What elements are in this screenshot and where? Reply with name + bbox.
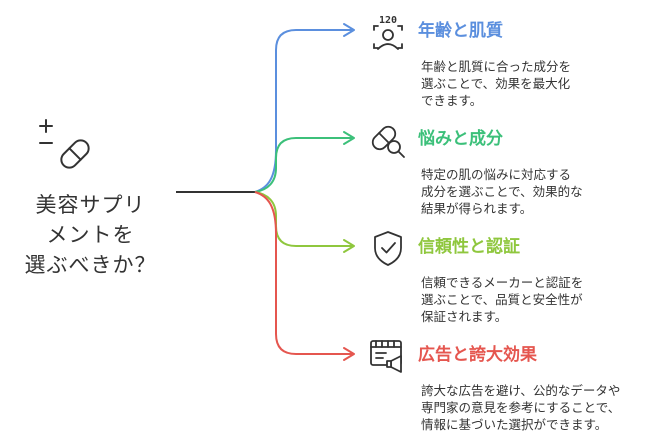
branch-desc-line: 結果が得られます。	[421, 201, 533, 216]
branch-desc-age-skin: 年齢と肌質に合った成分を 選ぶことで、効果を最大化 できます。	[421, 58, 571, 109]
branch-title-concerns-ingredients: 悩みと成分	[418, 129, 503, 149]
arrowhead-branch-4	[343, 347, 355, 361]
arrowhead-branch-2	[343, 131, 355, 145]
branch-desc-line: 誇大な広告を避け、公的なデータや	[421, 383, 621, 398]
branch-desc-line: 信頼できるメーカーと認証を	[421, 275, 584, 290]
billboard-megaphone-icon	[370, 340, 402, 373]
branch-title-reliability-certification: 信頼性と認証	[418, 237, 520, 257]
branch-desc-line: 特定の肌の悩みに対応する	[421, 167, 572, 182]
pill-plus-minus-icon	[39, 119, 90, 169]
branch-desc-line: 専門家の意見を参考にすることで、	[421, 400, 621, 415]
branch-desc-line: 保証されます。	[421, 309, 508, 324]
central-topic-line-3: 選ぶべきか？	[24, 253, 157, 277]
branch-desc-line: 成分を選ぶことで、効果的な	[421, 184, 583, 199]
connector-branch-2	[254, 137, 352, 193]
branch-desc-line: 選ぶことで、品質と安全性が	[421, 292, 583, 307]
connector-branch-4	[254, 191, 352, 355]
arrowhead-branch-3	[343, 239, 355, 253]
branch-desc-line: 年齢と肌質に合った成分を	[421, 59, 572, 74]
branch-desc-line: 選ぶことで、効果を最大化	[421, 76, 571, 91]
branch-desc-line: できます。	[421, 93, 483, 108]
branch-desc-line: 情報に基づいた選択ができます。	[421, 417, 608, 432]
branch-title-age-skin: 年齢と肌質	[418, 21, 503, 41]
central-topic-line-2: メントを	[46, 223, 135, 247]
connector-branch-3	[254, 191, 352, 247]
branch-title-advertising-hype: 広告と誇大効果	[418, 345, 537, 365]
central-topic-line-1: 美容サプリ	[35, 193, 146, 217]
arrowhead-branch-1	[343, 23, 355, 37]
pill-search-icon	[371, 125, 405, 158]
shield-check-icon	[374, 231, 402, 266]
branch-desc-reliability-certification: 信頼できるメーカーと認証を 選ぶことで、品質と安全性が 保証されます。	[421, 274, 583, 325]
central-topic: 美容サプリ メントを 選ぶべきか？	[8, 190, 173, 280]
branch-desc-concerns-ingredients: 特定の肌の悩みに対応する 成分を選ぶことで、効果的な 結果が得られます。	[421, 166, 583, 217]
branch-desc-advertising-hype: 誇大な広告を避け、公的なデータや 専門家の意見を参考にすることで、 情報に基づい…	[421, 382, 620, 433]
age-face-icon: 120	[373, 15, 403, 50]
connector-branch-1	[254, 29, 352, 193]
age-face-icon-number: 120	[379, 15, 397, 26]
